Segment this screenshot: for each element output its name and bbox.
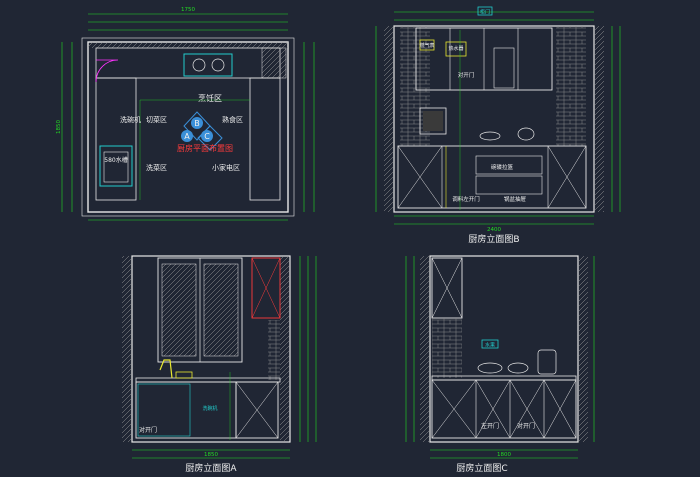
zone-appliance: 小家电区 xyxy=(212,163,240,172)
elev-c-title: 厨房立面图C xyxy=(456,462,507,474)
label-c-left-door: 左开门 xyxy=(481,422,499,430)
kitchen-plan: 1750 1850 烹饪区 洗碗机 切菜区 熟食区 洗菜区 小家电区 580水槽… xyxy=(56,7,315,221)
label-c-open-pair: 对开门 xyxy=(517,422,535,430)
label-gas-meter: 燃气表 xyxy=(419,42,434,49)
label-open-right: 对开门 xyxy=(458,71,475,79)
zone-cooking: 烹饪区 xyxy=(198,93,222,103)
elevation-a: 对开门 洗碗机 1850 厨房立面图A xyxy=(122,255,317,474)
label-a-dishwasher: 洗碗机 xyxy=(202,405,217,412)
elev-b-title: 厨房立面图B xyxy=(468,233,519,245)
plan-title: 厨房平面布置图 xyxy=(177,143,233,153)
elev-b-dim-total: 2400 xyxy=(487,227,501,233)
marker-a: A xyxy=(184,132,190,141)
elev-a-title: 厨房立面图A xyxy=(185,462,237,474)
elev-b-tag: 柜门 xyxy=(480,9,490,16)
zone-washing: 洗菜区 xyxy=(146,163,167,172)
elevation-c: 水果 左开门 对开门 1800 厨房立面图C xyxy=(405,255,595,474)
zone-cooked-food: 熟食区 xyxy=(222,115,243,124)
plan-dim-left-total: 1850 xyxy=(56,120,62,134)
zone-dishwasher: 洗碗机 xyxy=(120,115,141,124)
label-c-fruit: 水果 xyxy=(485,342,495,349)
plan-dim-top-total: 1750 xyxy=(181,7,195,13)
label-water-heater: 热水器 xyxy=(448,45,463,52)
elev-a-dim-total: 1850 xyxy=(204,452,218,458)
zone-cutting: 切菜区 xyxy=(146,115,167,124)
view-markers: B A C xyxy=(181,111,223,151)
elev-c-dim-total: 1800 xyxy=(497,452,511,458)
label-gloves-drawer: 碗碟拉篮 xyxy=(491,163,514,171)
elevation-b: 柜门 燃气表 热水器 对开门 碗碟拉篮 调料左开门 锅盆抽屉 2400 厨房立面… xyxy=(375,6,621,245)
zone-sink: 580水槽 xyxy=(104,156,127,164)
marker-b: B xyxy=(194,119,200,128)
marker-c: C xyxy=(204,132,210,141)
label-left-door: 调料左开门 xyxy=(452,195,480,203)
label-a-open-pair: 对开门 xyxy=(139,426,157,434)
label-pot-drawer: 锅盆抽屉 xyxy=(504,195,527,203)
